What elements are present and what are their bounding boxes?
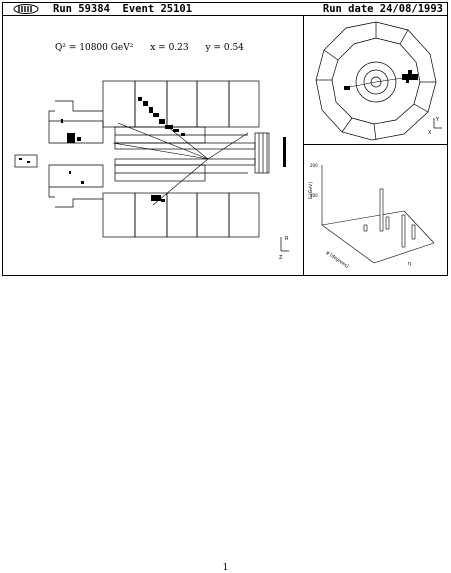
horizontal-divider xyxy=(303,144,448,145)
lego-axis-eta: η xyxy=(408,261,411,267)
end-view-detector: Y X xyxy=(315,21,442,141)
y-value: y = 0.54 xyxy=(205,43,244,53)
run-event-label: Run 59384 Event 25101 xyxy=(53,3,193,15)
lego-axis-et: Eₜ[GeV] xyxy=(308,182,314,199)
end-axis-x: X xyxy=(428,130,432,136)
page-number: 1 xyxy=(222,563,229,573)
side-axis-z: Z xyxy=(279,255,283,261)
lego-axis-phi: φ [degrees] xyxy=(325,250,350,270)
vertical-divider xyxy=(303,15,304,276)
lego-tick-100: 100 xyxy=(310,193,318,198)
side-axis-r: R xyxy=(285,236,289,242)
header-bar: Run 59384 Event 25101 Run date 24/08/199… xyxy=(3,3,447,16)
lego-plot: Eₜ[GeV] 200 100 φ [degrees] η xyxy=(308,163,435,270)
side-view-detector: R Z xyxy=(14,80,289,261)
lego-tick-200: 200 xyxy=(310,163,318,168)
q2-value: Q² = 10800 GeV² xyxy=(55,43,134,53)
h1-logo-icon xyxy=(13,4,39,14)
event-display-frame: Run 59384 Event 25101 Run date 24/08/199… xyxy=(2,2,448,276)
kinematics-line: Q² = 10800 GeV² x = 0.23 y = 0.54 xyxy=(55,43,258,53)
x-value: x = 0.23 xyxy=(150,43,189,53)
end-axis-y: Y xyxy=(435,117,440,123)
run-date-label: Run date 24/08/1993 xyxy=(322,3,443,15)
